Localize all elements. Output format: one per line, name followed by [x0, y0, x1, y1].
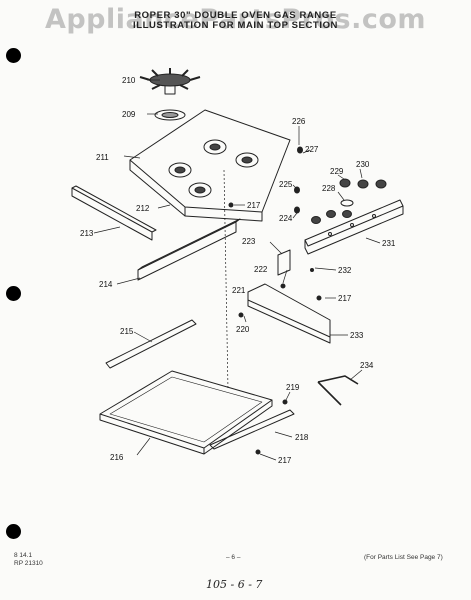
callout-212: 212	[136, 204, 150, 213]
handwritten-note: 105 - 6 - 7	[206, 578, 263, 591]
callout-228: 228	[322, 184, 336, 193]
valve-part	[294, 146, 303, 214]
callout-230: 230	[356, 160, 370, 169]
callout-227: 227	[305, 145, 319, 154]
side-trim-part	[71, 185, 157, 241]
bracket-part	[277, 249, 291, 276]
callout-216: 216	[110, 453, 124, 462]
callout-215: 215	[120, 327, 134, 336]
bottom-panel-part	[99, 370, 273, 455]
callout-210: 210	[122, 76, 136, 85]
watermark: AppliancePartsPros.com	[44, 4, 427, 35]
callout-217: 217	[278, 456, 292, 465]
callout-211: 211	[96, 153, 109, 162]
front-strip-part	[105, 319, 197, 369]
callout-217: 217	[247, 201, 261, 210]
manifold-panel-part	[304, 199, 404, 255]
diagram-title: ROPER 30" DOUBLE OVEN GAS RANGE	[134, 10, 337, 21]
page-number: – 6 –	[226, 554, 241, 561]
burner-ring-part	[154, 109, 186, 121]
callout-213: 213	[80, 229, 94, 238]
wire-rod-part	[317, 375, 359, 406]
callout-leaders	[93, 79, 381, 461]
knob-part	[311, 178, 387, 224]
binder-hole	[6, 48, 21, 63]
diagram-subtitle: ILLUSTRATION FOR MAIN TOP SECTION	[132, 20, 339, 31]
callout-234: 234	[360, 361, 374, 370]
callout-220: 220	[236, 325, 250, 334]
callout-233: 233	[350, 331, 364, 340]
callout-229: 229	[330, 167, 344, 176]
footer-code: 8 14.1	[14, 552, 33, 559]
footer-code: RP 21310	[14, 560, 43, 567]
burner-grate-part	[139, 68, 201, 95]
callout-232: 232	[338, 266, 352, 275]
screw-part	[228, 202, 322, 455]
callout-226: 226	[292, 117, 306, 126]
callout-224: 224	[279, 214, 293, 223]
callout-217: 217	[338, 294, 352, 303]
parts-list-note: (For Parts List See Page 7)	[364, 554, 443, 561]
lower-rail-part	[209, 409, 295, 450]
callout-222: 222	[254, 265, 268, 274]
callout-223: 223	[242, 237, 256, 246]
main-top-part	[129, 109, 291, 222]
binder-hole	[6, 286, 21, 301]
callout-231: 231	[382, 239, 396, 248]
binder-hole	[6, 524, 21, 539]
callout-209: 209	[122, 110, 136, 119]
callout-214: 214	[99, 280, 113, 289]
callout-219: 219	[286, 383, 300, 392]
control-panel-part	[247, 283, 331, 344]
callout-225: 225	[279, 180, 293, 189]
callout-218: 218	[295, 433, 309, 442]
rear-support-part	[137, 218, 241, 281]
callout-221: 221	[232, 286, 246, 295]
